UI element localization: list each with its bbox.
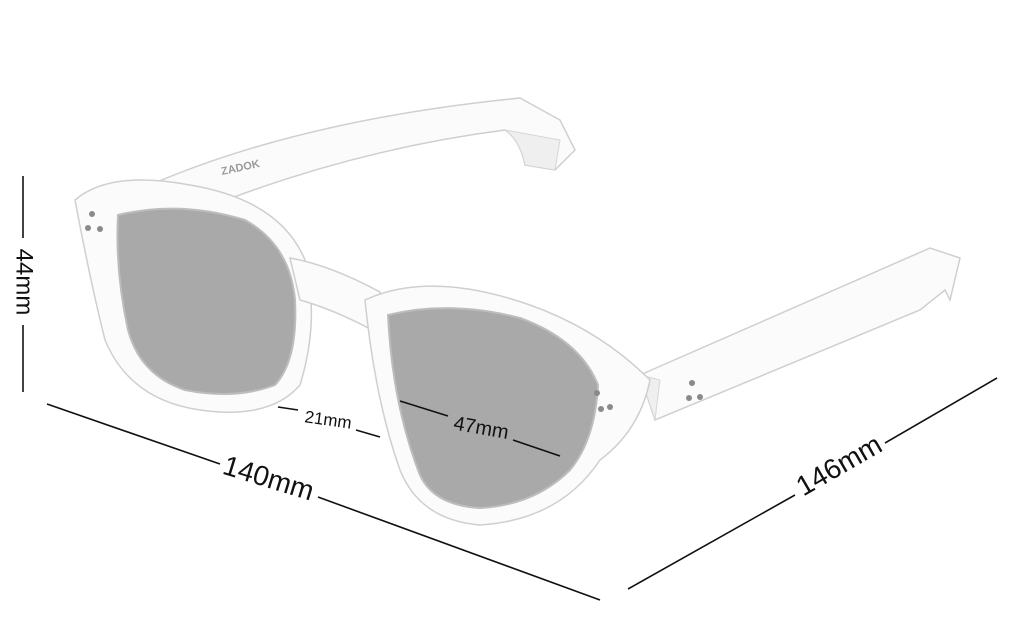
bridge-label: 21mm [303, 407, 352, 432]
near-temple-arm [639, 247, 961, 422]
left-rivets [85, 211, 103, 232]
frame-width-label: 140mm [219, 450, 317, 507]
left-lens [116, 207, 297, 395]
temple-length-label: 146mm [791, 428, 887, 502]
right-lens [386, 307, 600, 510]
far-temple-arm [148, 97, 576, 211]
bridge-dimension: 21mm [277, 406, 381, 438]
height-dimension: 44mm [11, 176, 38, 392]
temple-length-dimension: 146mm [627, 377, 998, 590]
height-label: 44mm [11, 249, 38, 316]
right-rivets [594, 380, 703, 412]
